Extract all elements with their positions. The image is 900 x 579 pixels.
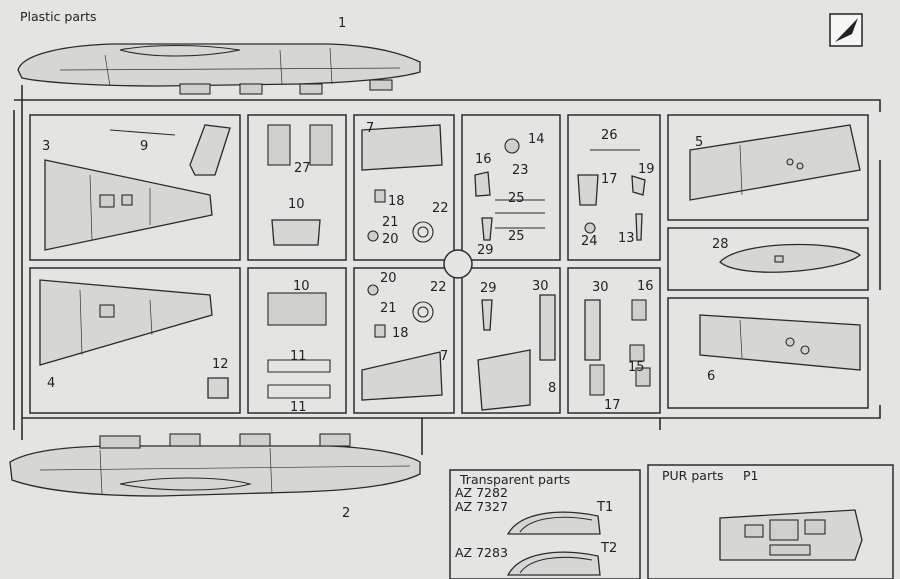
fuselage-half-1 (17, 43, 421, 95)
part-12 (207, 377, 229, 399)
part-label-11a: 11 (290, 349, 307, 364)
part-label-18b: 18 (392, 326, 409, 341)
knife-blade-icon (829, 13, 863, 47)
part-label-5: 5 (695, 135, 703, 150)
part-label-13: 13 (618, 231, 635, 246)
part-label-29b: 29 (480, 281, 497, 296)
plastic-parts-title: Plastic parts (20, 9, 97, 24)
part-label-1: 1 (338, 16, 346, 31)
parts-27-10 (267, 124, 333, 399)
part-label-30b: 30 (592, 280, 609, 295)
part-label-17b: 17 (604, 398, 621, 413)
wing-part-4 (39, 279, 213, 366)
part-label-6: 6 (707, 369, 715, 384)
part-label-18a: 18 (388, 194, 405, 209)
part-label-3: 3 (42, 139, 50, 154)
part-label-20b: 20 (380, 271, 397, 286)
part-label-10a: 10 (288, 197, 305, 212)
part-label-29a: 29 (477, 243, 494, 258)
part-label-24: 24 (581, 234, 598, 249)
pur-parts-box (647, 464, 894, 579)
part-label-22a: 22 (432, 201, 449, 216)
part-label-26: 26 (601, 128, 618, 143)
part-label-25b: 25 (508, 229, 525, 244)
parts-7-18-22 (361, 124, 443, 401)
part-label-4: 4 (47, 376, 55, 391)
part-label-15: 15 (628, 360, 645, 375)
transparent-code-3: AZ 7283 (455, 545, 508, 560)
part-label-2: 2 (342, 506, 350, 521)
transparent-code-2: AZ 7327 (455, 499, 508, 514)
part-label-22b: 22 (430, 280, 447, 295)
panel-part-6 (699, 314, 861, 371)
part-label-20a: 20 (382, 232, 399, 247)
part-label-9: 9 (140, 139, 148, 154)
part-label-8: 8 (548, 381, 556, 396)
transparent-parts-title: Transparent parts (459, 472, 570, 487)
pur-parts-title: PUR parts (662, 468, 724, 483)
fuselage-half-2 (9, 433, 421, 497)
part-label-23: 23 (512, 163, 529, 178)
part-label-21a: 21 (382, 215, 399, 230)
part-label-t2: T2 (600, 541, 617, 556)
part-label-21b: 21 (380, 301, 397, 316)
part-label-27: 27 (294, 161, 311, 176)
part-label-t1: T1 (596, 500, 613, 515)
parts-13-30 (539, 149, 651, 396)
part-label-16a: 16 (475, 152, 492, 167)
part-label-11b: 11 (290, 400, 307, 415)
part-label-28: 28 (712, 237, 729, 252)
parts-14-25-29-8 (474, 138, 545, 411)
sprue-cells (29, 114, 869, 414)
pur-part-label: P1 (743, 468, 759, 483)
transparent-parts-box (449, 469, 641, 579)
part-label-12: 12 (212, 357, 229, 372)
part-label-14: 14 (528, 132, 545, 147)
part-label-17a: 17 (601, 172, 618, 187)
transparent-code-1: AZ 7282 (455, 485, 508, 500)
part-label-16b: 16 (637, 279, 654, 294)
wing-part-3 (44, 159, 213, 251)
part-9 (109, 124, 231, 176)
canopy-part-28 (719, 243, 862, 273)
part-label-25a: 25 (508, 191, 525, 206)
part-label-7a: 7 (366, 121, 374, 136)
part-label-19: 19 (638, 162, 655, 177)
part-label-30a: 30 (532, 279, 549, 294)
part-label-10b: 10 (293, 279, 310, 294)
panel-part-5 (689, 124, 861, 201)
part-label-7b: 7 (440, 349, 448, 364)
sprue-frame (13, 85, 881, 455)
